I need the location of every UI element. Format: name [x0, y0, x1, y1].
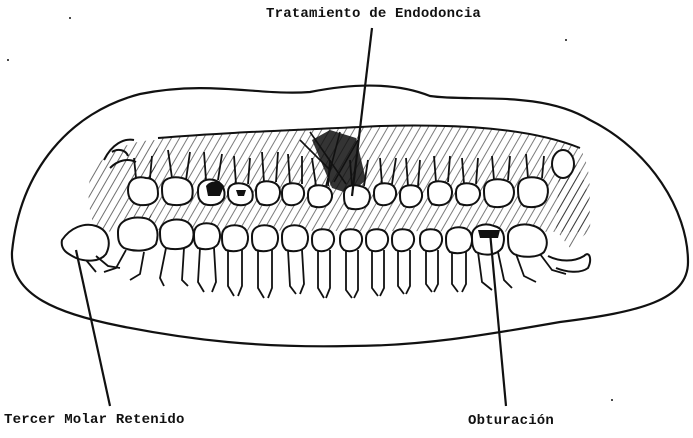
- upper-tooth: [400, 185, 422, 207]
- label-tratamiento-endodoncia: Tratamiento de Endodoncia: [266, 6, 481, 22]
- lower-tooth: [392, 229, 414, 251]
- label-tercer-molar-retenido: Tercer Molar Retenido: [4, 412, 185, 428]
- upper-tooth: [162, 177, 193, 205]
- lower-tooth: [446, 227, 472, 253]
- lower-tooth: [508, 224, 547, 256]
- lower-tooth: [366, 229, 388, 251]
- right-posterior-contour: [548, 254, 590, 272]
- upper-tooth: [344, 185, 370, 209]
- upper-tooth: [282, 183, 304, 205]
- upper-tooth: [428, 181, 452, 205]
- lower-tooth: [282, 225, 308, 251]
- upper-tooth: [374, 183, 396, 205]
- lower-tooth: [160, 220, 194, 250]
- retained-third-molar: [62, 225, 109, 261]
- lower-tooth: [194, 223, 220, 249]
- lower-tooth: [312, 229, 334, 251]
- pointer-obturacion: [490, 232, 506, 406]
- lower-tooth: [472, 224, 504, 254]
- lower-roots: [104, 248, 566, 298]
- lower-tooth: [420, 229, 442, 251]
- speck: [611, 399, 613, 401]
- upper-tooth: [518, 177, 548, 207]
- upper-tooth: [456, 183, 480, 205]
- speck: [7, 59, 9, 61]
- speck: [565, 39, 567, 41]
- label-obturacion: Obturación: [468, 413, 554, 429]
- lower-tooth: [340, 229, 362, 251]
- speck: [69, 17, 71, 19]
- right-upper-molar-outline: [552, 150, 574, 178]
- upper-tooth: [256, 181, 280, 205]
- lower-tooth: [222, 225, 248, 251]
- lower-filling: [478, 230, 500, 238]
- pointer-tercer-molar: [76, 250, 110, 406]
- lower-tooth: [252, 225, 278, 251]
- lower-tooth: [118, 218, 158, 251]
- upper-tooth: [128, 177, 158, 205]
- upper-tooth: [308, 185, 332, 207]
- upper-tooth: [484, 179, 514, 207]
